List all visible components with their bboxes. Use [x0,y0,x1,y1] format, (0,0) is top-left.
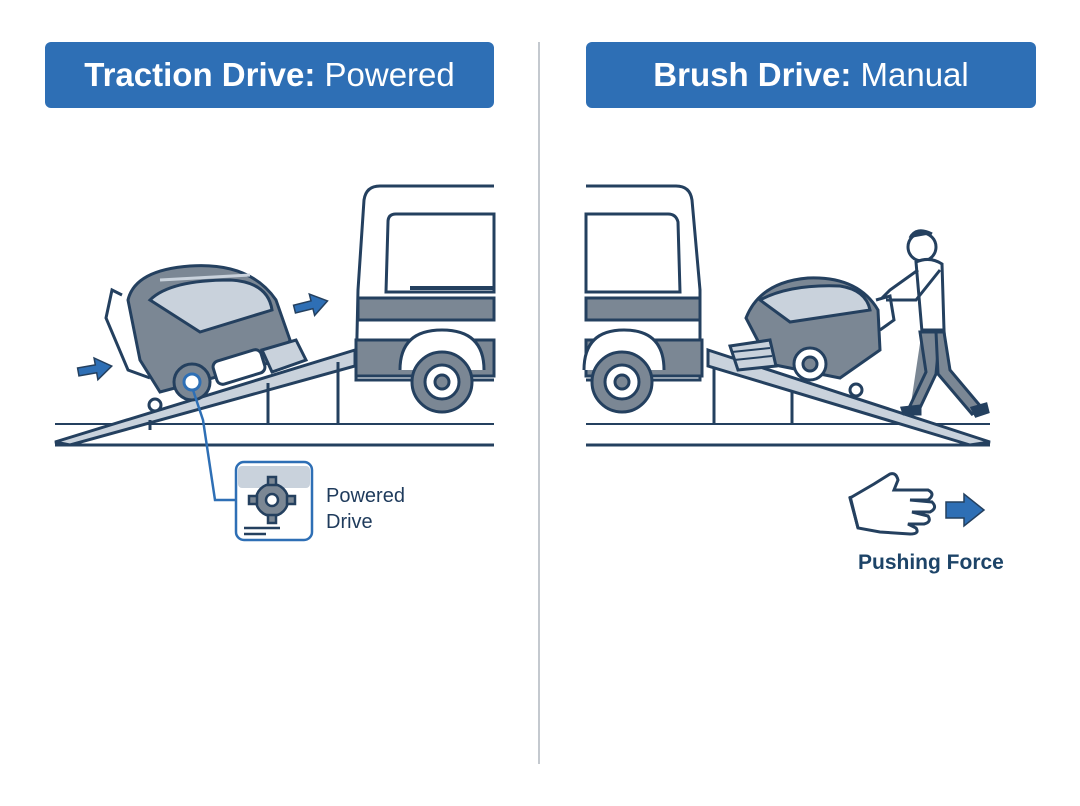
brush-drive-panel: Brush Drive: Manual [540,0,1080,806]
hand-icon [848,472,937,536]
van [582,184,704,414]
push-arrow-icon [945,492,986,528]
scrubber-machine [728,276,896,398]
powered-drive-label: Powered Drive [326,483,466,535]
person-pushing [880,229,990,418]
traction-drive-title-rest: Powered [324,56,455,93]
brush-drive-banner: Brush Drive: Manual [586,42,1036,108]
brush-drive-title-rest: Manual [860,56,969,93]
panel-divider [538,42,540,764]
brush-drive-illustration [582,184,991,536]
pushing-force-label: Pushing Force [858,551,1004,574]
van [354,184,496,414]
traction-drive-title-bold: Traction Drive: [84,56,316,93]
gear-icon [234,460,314,542]
ramp [54,347,357,447]
powered-drive-line1: Powered [326,485,405,507]
brush-drive-title-bold: Brush Drive: [653,56,852,93]
traction-drive-illustration [54,184,496,542]
powered-drive-line2: Drive [326,511,373,533]
traction-drive-panel: Traction Drive: Powered [45,42,496,542]
scrubber-machine [104,264,309,413]
ramp [706,347,991,447]
motion-arrow [292,292,329,317]
traction-drive-banner: Traction Drive: Powered [45,42,494,108]
motion-arrow [76,356,114,382]
callout-line [191,389,236,502]
